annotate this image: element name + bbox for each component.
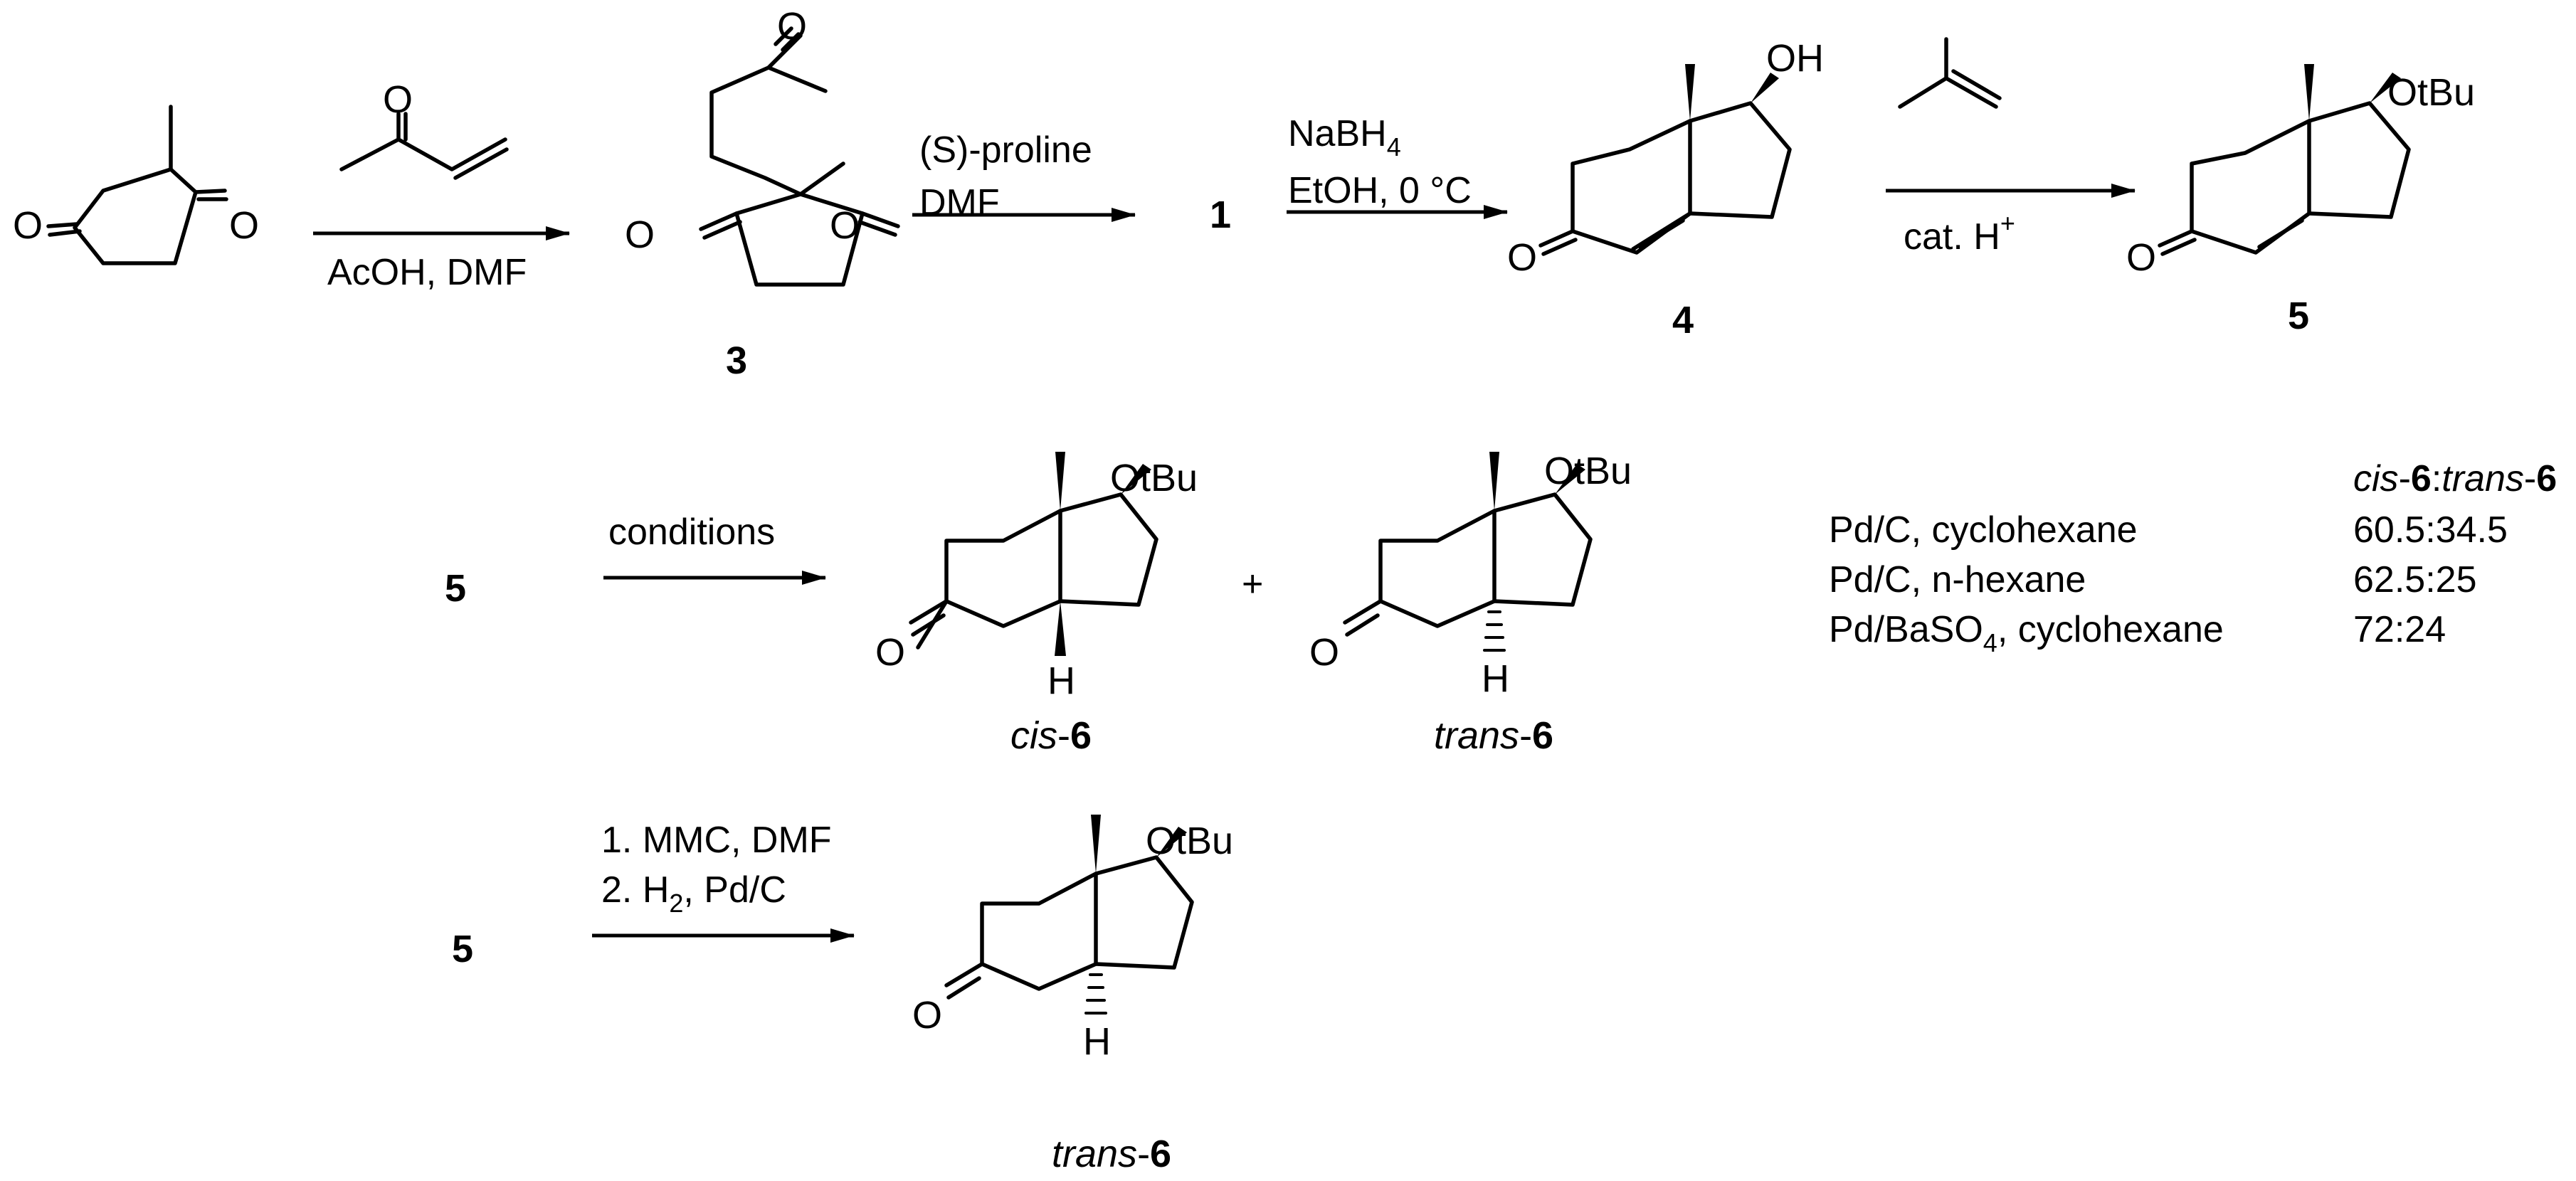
structure-trans-6: O OtBu H trans-6 [912,815,1233,1175]
atom-o: O [777,5,807,48]
reagent-h2-pdc: 2. H2, Pd/C [601,869,786,918]
reagent-dmf: DMF [919,182,1000,223]
ratio-table: cis-6:trans-6 Pd/C, cyclohexane 60.5:34.… [1829,458,2557,657]
structure-compound-5: O OtBu 5 [2126,64,2475,337]
atom-o: O [1309,631,1339,674]
cis-6-label: cis-6 [1010,714,1092,757]
atom-o: O [383,78,413,121]
atom-o: O [830,204,860,247]
table-header: cis-6:trans-6 [2353,458,2557,499]
structure-methylcyclopentanedione: O O [13,105,259,265]
structure-cis-6: O OtBu H cis-6 [875,452,1198,757]
compound-3-label: 3 [726,339,747,382]
atom-otbu: OtBu [1146,820,1233,862]
atom-h: H [1047,660,1075,702]
atom-otbu: OtBu [1544,450,1632,492]
atom-o: O [912,994,942,1037]
compound-5-label: 5 [445,567,466,610]
isobutylene [1898,37,2002,109]
reagent-mmc-dmf: 1. MMC, DMF [601,820,832,861]
atom-otbu: OtBu [2387,71,2475,114]
table-ratio: 62.5:25 [2353,559,2477,600]
table-ratio: 60.5:34.5 [2353,509,2508,551]
structure-trans-6: O OtBu H trans-6 [1309,450,1632,757]
plus-sign: + [1242,563,1263,605]
atom-o: O [2126,236,2156,279]
table-condition: Pd/C, n-hexane [1829,559,2086,600]
atom-o: O [875,631,905,674]
atom-h: H [1482,657,1509,700]
table-condition: Pd/C, cyclohexane [1829,509,2138,551]
trans-6-label: trans-6 [1434,714,1553,757]
reagent-acoh-dmf: AcOH, DMF [327,252,527,293]
atom-o: O [229,204,259,247]
atom-oh: OH [1766,37,1824,80]
structure-compound-3: O O O 3 [625,5,900,382]
structure-compound-4: O OH 4 [1507,37,1824,341]
reagent-cat-h: cat. H+ [1904,208,2015,258]
compound-5-label: 5 [2288,295,2309,337]
reagent-conditions: conditions [608,512,775,553]
trans-6-label: trans-6 [1052,1133,1171,1175]
table-condition: Pd/BaSO4, cyclohexane [1829,609,2224,657]
reagent-etoh-0c: EtOH, 0 °C [1288,170,1472,211]
compound-5-label: 5 [452,928,473,970]
reagent-s-proline: (S)-proline [919,129,1092,171]
atom-otbu: OtBu [1110,457,1198,499]
methyl-vinyl-ketone: O [339,78,509,180]
compound-4-label: 4 [1672,299,1694,341]
atom-o: O [1507,236,1537,279]
atom-o: O [625,213,655,256]
atom-h: H [1083,1020,1111,1063]
table-ratio: 72:24 [2353,609,2446,650]
compound-1-label: 1 [1210,194,1231,236]
reagent-nabh4: NaBH4 [1288,113,1401,161]
atom-o: O [13,204,43,247]
